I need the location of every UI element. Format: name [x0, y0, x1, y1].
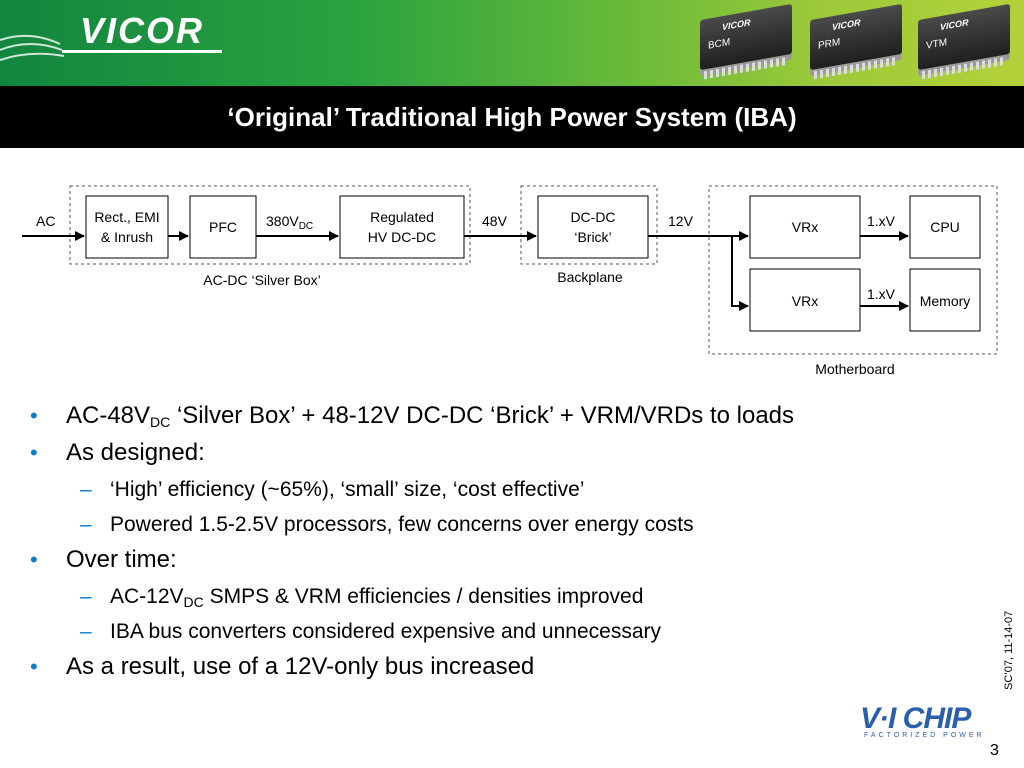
- group-motherboard-outline: [708, 185, 998, 355]
- header-banner: VICOR VICOR BCM VICOR PRM VICOR VTM: [0, 0, 1024, 86]
- label-regulated-1: Regulated: [370, 209, 434, 225]
- label-group-motherboard: Motherboard: [815, 361, 894, 377]
- group-backplane-outline: [520, 185, 658, 265]
- label-ac: AC: [36, 213, 55, 229]
- bullet-item: • AC-48VDC ‘Silver Box’ + 48-12V DC-DC ‘…: [30, 402, 795, 430]
- sub-bullet-item: – Powered 1.5-2.5V processors, few conce…: [80, 513, 694, 536]
- label-1xv-bottom: 1.xV: [867, 286, 896, 302]
- label-group-backplane: Backplane: [557, 269, 623, 285]
- chip-image-prm: VICOR PRM: [810, 3, 902, 80]
- block-regulated-hv: [339, 195, 465, 259]
- label-vrx-top: VRx: [792, 219, 818, 235]
- label-regulated-2: HV DC-DC: [368, 229, 436, 245]
- block-rect-emi: [85, 195, 169, 259]
- bullet-list: • AC-48VDC ‘Silver Box’ + 48-12V DC-DC ‘…: [30, 398, 990, 686]
- block-pfc: [189, 195, 257, 259]
- brand-underline: [62, 50, 222, 53]
- sub-bullet-item: – AC-12VDC SMPS & VRM efficiencies / den…: [80, 585, 644, 610]
- label-12v: 12V: [668, 213, 694, 229]
- title-bar: ‘Original’ Traditional High Power System…: [0, 86, 1024, 148]
- sub-bullet-item: – IBA bus converters considered expensiv…: [80, 620, 661, 643]
- label-dcdc-2: ‘Brick’: [574, 229, 611, 245]
- footnote-date: SC’07, 11-14-07: [1003, 610, 1015, 690]
- bullet-item: • As designed:: [30, 439, 205, 466]
- label-1xv-top: 1.xV: [867, 213, 896, 229]
- slide-title: ‘Original’ Traditional High Power System…: [227, 102, 797, 132]
- block-vrx-top: [749, 195, 861, 259]
- vichip-logo-main: V·I CHIP: [860, 702, 971, 735]
- chip-image-vtm: VICOR VTM: [918, 3, 1010, 80]
- label-memory: Memory: [920, 293, 971, 309]
- label-380v: 380VDC: [266, 213, 313, 232]
- block-vrx-bottom: [749, 268, 861, 332]
- bullet-item: • As a result, use of a 12V-only bus inc…: [30, 653, 535, 680]
- sub-bullet-item: – ‘High’ efficiency (~65%), ‘small’ size…: [80, 478, 585, 501]
- label-rect-emi-1: Rect., EMI: [94, 209, 159, 225]
- swoosh-graphic: [0, 34, 65, 61]
- block-cpu: [909, 195, 981, 259]
- label-group-silver-box: AC-DC ‘Silver Box’: [203, 272, 320, 288]
- block-diagram: AC Rect., EMI & Inrush PFC 380VDC Regula…: [22, 185, 998, 377]
- label-48v: 48V: [482, 213, 508, 229]
- label-vrx-bottom: VRx: [792, 293, 818, 309]
- group-silver-box-outline: [69, 185, 471, 265]
- chip-image-bcm: VICOR BCM: [700, 3, 792, 80]
- page-number: 3: [990, 742, 999, 759]
- label-rect-emi-2: & Inrush: [101, 229, 153, 245]
- label-cpu: CPU: [930, 219, 960, 235]
- vichip-logo-sub: FACTORIZED POWER: [864, 732, 985, 739]
- label-dcdc-1: DC-DC: [570, 209, 615, 225]
- label-pfc: PFC: [209, 219, 237, 235]
- block-dcdc-brick: [537, 195, 649, 259]
- arrow-branch-to-vrx-bottom: [731, 236, 749, 311]
- block-memory: [909, 268, 981, 332]
- bullet-item: • Over time:: [30, 546, 177, 573]
- vichip-logo: V·I CHIP FACTORIZED POWER: [860, 704, 1000, 740]
- brand-logo: VICOR: [80, 10, 205, 51]
